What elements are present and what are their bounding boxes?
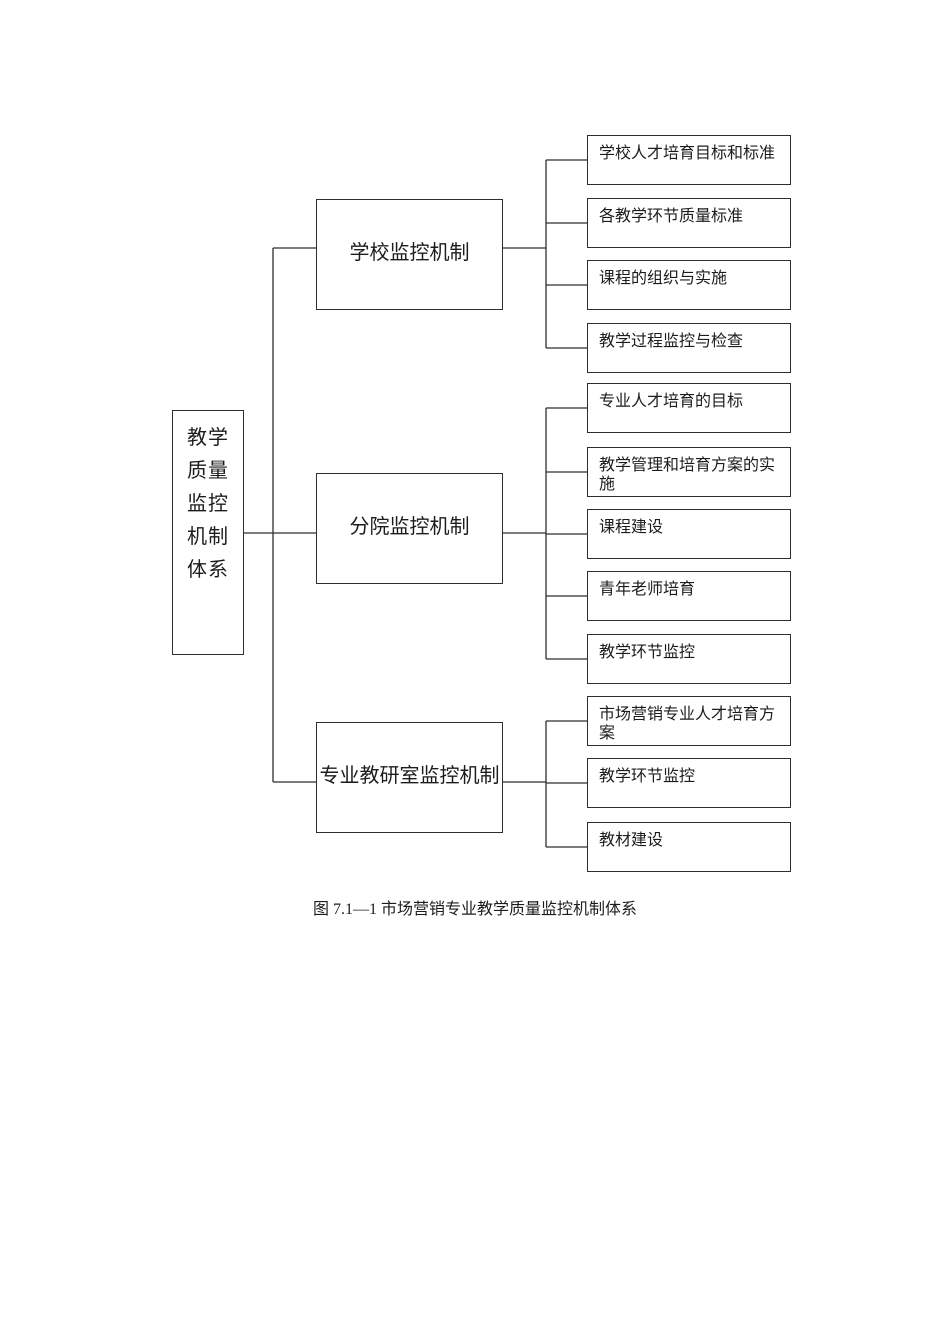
root-label-line: 教学 — [187, 427, 229, 449]
diagram-caption: 图 7.1—1 市场营销专业教学质量监控机制体系 — [312, 901, 637, 918]
branch-label: 分院监控机制 — [349, 516, 470, 538]
branch-box-teaching-office: 专业教研室监控机制 — [316, 722, 503, 833]
root-label-line: 监控 — [187, 493, 229, 515]
branch-box-college: 分院监控机制 — [316, 473, 503, 584]
branch-label: 学校监控机制 — [349, 242, 470, 264]
leaf-box: 教学过程监控与检查 — [587, 323, 791, 373]
leaf-label: 教材建设 — [599, 832, 664, 849]
root-label-line: 体系 — [187, 559, 229, 581]
leaf-box: 教学管理和培育方案的实施 — [587, 447, 791, 497]
leaf-box: 学校人才培育目标和标准 — [587, 135, 791, 185]
branch-box-school: 学校监控机制 — [316, 199, 503, 310]
leaf-label: 专业人才培育的目标 — [599, 393, 744, 410]
leaf-box: 教学环节监控 — [587, 758, 791, 808]
leaf-label: 教学过程监控与检查 — [599, 333, 744, 350]
leaf-label: 教学环节监控 — [599, 644, 696, 661]
leaf-label: 市场营销专业人才培育方案 — [599, 706, 776, 742]
leaf-label: 教学环节监控 — [599, 768, 696, 785]
leaf-label: 各教学环节质量标准 — [599, 208, 744, 225]
root-box: 教学 质量 监控 机制 体系 — [172, 410, 244, 655]
leaf-box: 专业人才培育的目标 — [587, 383, 791, 433]
root-label-line: 机制 — [187, 526, 229, 548]
leaf-box: 青年老师培育 — [587, 571, 791, 621]
leaf-label: 课程建设 — [599, 519, 664, 536]
leaf-box: 各教学环节质量标准 — [587, 198, 791, 248]
leaf-box: 课程的组织与实施 — [587, 260, 791, 310]
leaf-box: 课程建设 — [587, 509, 791, 559]
leaf-label: 青年老师培育 — [599, 581, 696, 598]
branch-label: 专业教研室监控机制 — [319, 765, 500, 787]
leaf-box: 教学环节监控 — [587, 634, 791, 684]
leaf-box: 教材建设 — [587, 822, 791, 872]
leaf-label: 教学管理和培育方案的实施 — [599, 457, 776, 493]
root-label-line: 质量 — [187, 460, 229, 482]
leaf-label: 课程的组织与实施 — [599, 270, 728, 287]
leaf-box: 市场营销专业人才培育方案 — [587, 696, 791, 746]
leaf-label: 学校人才培育目标和标准 — [599, 145, 776, 162]
